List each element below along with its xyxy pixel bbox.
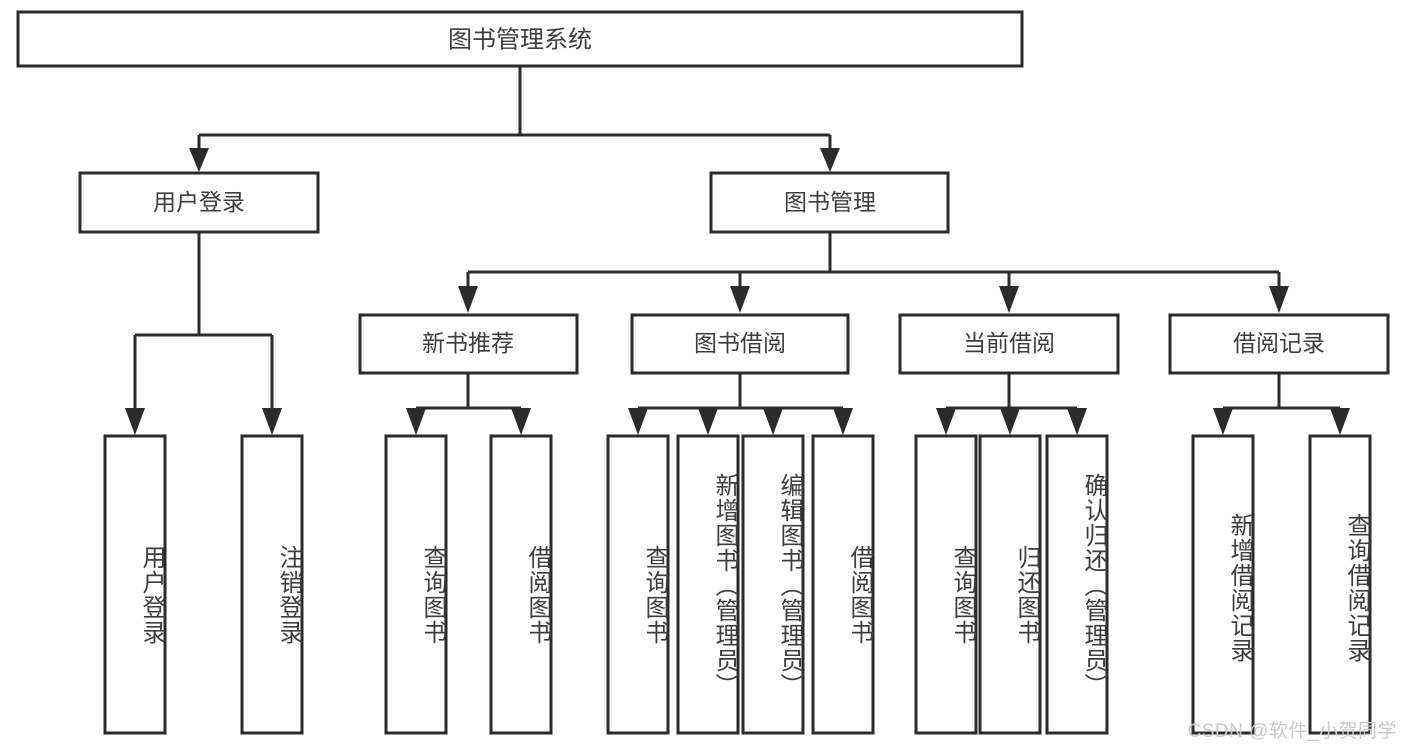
arrow-currentborrow-leaf-2 [1000,408,1020,435]
label-book-borrow: 图书借阅 [694,330,786,356]
node-box-borrow-record[interactable] [1168,313,1390,375]
label-user-login: 用户登录 [153,189,245,215]
label-new-book-recommend: 新书推荐 [422,330,514,356]
node-box-leaf-confirm-return[interactable] [1045,434,1109,735]
arrow-newbook-leaf-1 [406,408,426,435]
arrow-bookmgmt-to-bookborrow [730,286,750,313]
arrow-bookmgmt-to-newbook [458,286,478,313]
arrow-currentborrow-leaf-1 [936,408,956,435]
node-box-leaf-borrow-book-1[interactable] [489,434,553,735]
node-box-leaf-edit-book[interactable] [741,434,805,735]
arrow-bookborrow-leaf-3 [763,408,783,435]
node-box-root[interactable] [16,10,1024,68]
arrow-currentborrow-leaf-3 [1067,408,1087,435]
node-box-leaf-user-login[interactable] [103,434,167,735]
arrow-bookmgmt-to-currentborrow [999,286,1019,313]
arrow-root-to-userlogin [189,148,209,172]
watermark-text: CSDN @软件_小贺同学 [1187,721,1397,742]
arrow-userlogin-leaf-1 [125,408,145,435]
node-box-leaf-add-book[interactable] [676,434,740,735]
connectors [125,66,1350,435]
node-box-leaf-add-record[interactable] [1191,434,1255,735]
arrow-bookborrow-leaf-4 [833,408,853,435]
label-current-borrow: 当前借阅 [963,330,1055,356]
node-box-leaf-query-book-2[interactable] [606,434,670,735]
node-box-book-management[interactable] [709,171,950,234]
arrow-bookborrow-leaf-2 [698,408,718,435]
node-box-leaf-query-book-1[interactable] [384,434,448,735]
node-box-book-borrow[interactable] [630,313,850,375]
node-box-leaf-return-book[interactable] [978,434,1042,735]
label-root: 图书管理系统 [448,26,592,53]
arrow-userlogin-leaf-2 [262,408,282,435]
node-box-leaf-query-book-3[interactable] [914,434,978,735]
label-book-management: 图书管理 [784,189,876,215]
arrow-root-to-bookmgmt [820,148,840,172]
arrow-bookmgmt-to-borrowrecord [1269,286,1289,313]
arrow-newbook-leaf-2 [511,408,531,435]
node-box-new-book-recommend[interactable] [358,313,579,375]
node-labels: 图书管理系统 用户登录 图书管理 新书推荐 图书借阅 当前借阅 借阅记录 [153,26,1325,356]
arrow-bookborrow-leaf-1 [628,408,648,435]
label-borrow-record: 借阅记录 [1233,330,1325,356]
node-box-current-borrow[interactable] [898,313,1120,375]
node-box-leaf-borrow-book-2[interactable] [811,434,875,735]
node-box-leaf-query-record[interactable] [1308,434,1372,735]
arrow-borrowrecord-leaf-1 [1213,408,1233,435]
node-box-leaf-logout[interactable] [240,434,304,735]
node-box-user-login[interactable] [78,171,320,234]
arrow-borrowrecord-leaf-2 [1330,408,1350,435]
node-boxes [16,10,1390,735]
